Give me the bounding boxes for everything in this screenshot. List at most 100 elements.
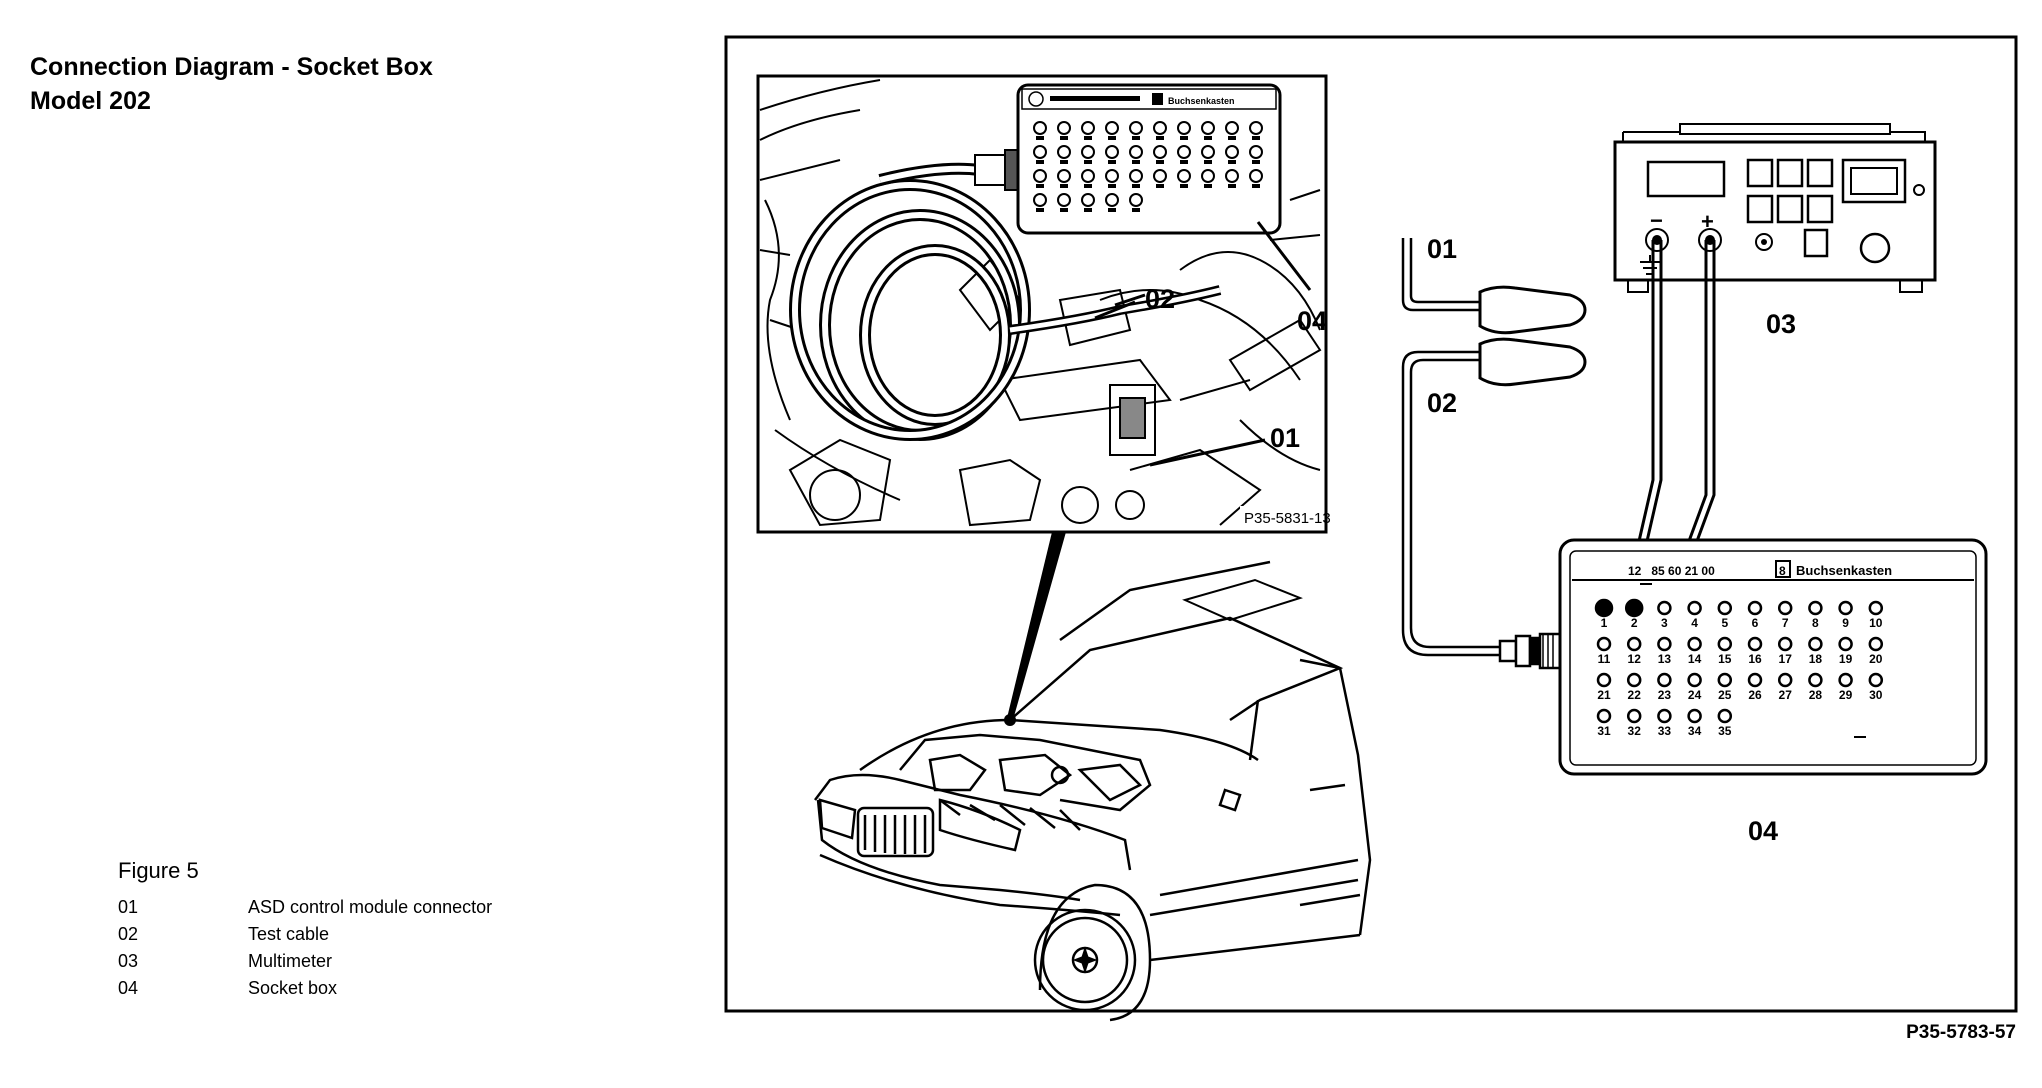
socket-8 xyxy=(1808,600,1823,616)
legend-item-number: 03 xyxy=(118,951,139,971)
photo-socket xyxy=(1177,121,1191,135)
socket-number-label: 10 xyxy=(1869,616,1883,630)
socket-number-label: 22 xyxy=(1628,688,1642,702)
socket-5 xyxy=(1717,600,1733,616)
photo-socket-mark xyxy=(1228,136,1236,140)
photo-socket-mark xyxy=(1108,136,1116,140)
photo-socket xyxy=(1225,121,1239,135)
socket-9 xyxy=(1838,600,1853,616)
socket-number-label: 26 xyxy=(1748,688,1762,702)
socket-34 xyxy=(1687,708,1702,724)
engine-photo-inset: Buchsenkasten 04 02 01 P35-5831-13 xyxy=(756,74,1331,534)
socket-number-label: 12 xyxy=(1628,652,1642,666)
socket-25 xyxy=(1717,672,1733,688)
socket-4 xyxy=(1687,600,1702,616)
photo-socket xyxy=(1033,145,1047,159)
socket-number-label: 14 xyxy=(1688,652,1702,666)
photo-socket-mark xyxy=(1252,184,1260,188)
photo-callout-01: 01 xyxy=(1270,423,1300,453)
socket-number-label: 34 xyxy=(1688,724,1702,738)
socket-number-label: 8 xyxy=(1812,616,1819,630)
socket-7 xyxy=(1777,600,1793,616)
socket-10 xyxy=(1868,600,1884,616)
photo-socket xyxy=(1105,145,1119,159)
socket-15 xyxy=(1717,636,1733,652)
socket-number-label: 19 xyxy=(1839,652,1853,666)
socket-number-label: 29 xyxy=(1839,688,1853,702)
callout-01: 01 xyxy=(1427,234,1457,264)
photo-socket xyxy=(1177,169,1191,183)
photo-socket-mark xyxy=(1084,136,1092,140)
socket-6 xyxy=(1747,600,1763,616)
photo-socket xyxy=(1129,121,1143,135)
photo-socket xyxy=(1105,193,1119,207)
socket-number-label: 35 xyxy=(1718,724,1732,738)
photo-socket-mark xyxy=(1108,160,1116,164)
photo-socket-mark xyxy=(1036,184,1044,188)
multimeter-minus-label: − xyxy=(1650,208,1663,233)
socket-24 xyxy=(1687,672,1702,688)
callout-02: 02 xyxy=(1427,388,1457,418)
photo-socket-mark xyxy=(1252,160,1260,164)
photo-socket xyxy=(1105,169,1119,183)
socket-number-label: 16 xyxy=(1748,652,1762,666)
photo-socket xyxy=(1129,193,1143,207)
photo-socket-grid xyxy=(1033,121,1263,212)
figure-label: Figure 5 xyxy=(118,858,199,883)
photo-socket xyxy=(1225,145,1239,159)
socket-number-label: 5 xyxy=(1721,616,1728,630)
socket-number-label: 11 xyxy=(1598,652,1611,666)
photo-socket-mark xyxy=(1132,184,1140,188)
photo-socket xyxy=(1153,169,1167,183)
photo-figure-code: P35-5831-13 xyxy=(1244,510,1331,527)
socket-number-label: 2 xyxy=(1631,616,1638,630)
photo-socket xyxy=(1129,169,1143,183)
socket-number-label: 7 xyxy=(1782,616,1789,630)
photo-socket xyxy=(1201,145,1215,159)
photo-socket xyxy=(1057,169,1071,183)
legend-item-text: Socket box xyxy=(248,978,338,998)
photo-socket-mark xyxy=(1060,208,1068,212)
socket-21 xyxy=(1596,672,1612,688)
socket-26 xyxy=(1747,672,1763,688)
photo-callout-04: 04 xyxy=(1297,306,1327,336)
photo-socket-mark xyxy=(1180,136,1188,140)
legend-item-number: 04 xyxy=(118,978,139,998)
test-cable-schematic xyxy=(1401,238,1587,657)
photo-socket-mark xyxy=(1084,160,1092,164)
photo-socket-mark xyxy=(1036,136,1044,140)
legend-item-number: 01 xyxy=(118,897,139,917)
photo-socket xyxy=(1033,169,1047,183)
photo-socket xyxy=(1153,145,1167,159)
socket-30 xyxy=(1868,672,1884,688)
socket-number-label: 20 xyxy=(1869,652,1883,666)
socket-number-label: 31 xyxy=(1597,724,1611,738)
socket-number-label: 21 xyxy=(1597,688,1611,702)
photo-socket-mark xyxy=(1180,160,1188,164)
photo-socket-mark xyxy=(1156,136,1164,140)
photo-box-header: Buchsenkasten xyxy=(1168,96,1235,106)
photo-socket xyxy=(1177,145,1191,159)
photo-socket-mark xyxy=(1036,208,1044,212)
photo-socket-mark xyxy=(1204,160,1212,164)
photo-socket-mark xyxy=(1228,184,1236,188)
photo-socket-mark xyxy=(1204,184,1212,188)
legend-item-text: Test cable xyxy=(248,924,330,944)
socket-16 xyxy=(1747,636,1763,652)
photo-socket-mark xyxy=(1132,136,1140,140)
multimeter-plus-label: + xyxy=(1701,209,1714,234)
photo-socket-mark xyxy=(1108,208,1116,212)
photo-socket-mark xyxy=(1108,184,1116,188)
diagram-frame xyxy=(724,35,2018,1013)
socket-number-label: 4 xyxy=(1691,616,1698,630)
photo-socket xyxy=(1033,121,1047,135)
photo-socket xyxy=(1249,121,1263,135)
photo-socket-mark xyxy=(1084,184,1092,188)
socket-number-label: 17 xyxy=(1779,652,1793,666)
socket-number-label: 3 xyxy=(1661,616,1668,630)
